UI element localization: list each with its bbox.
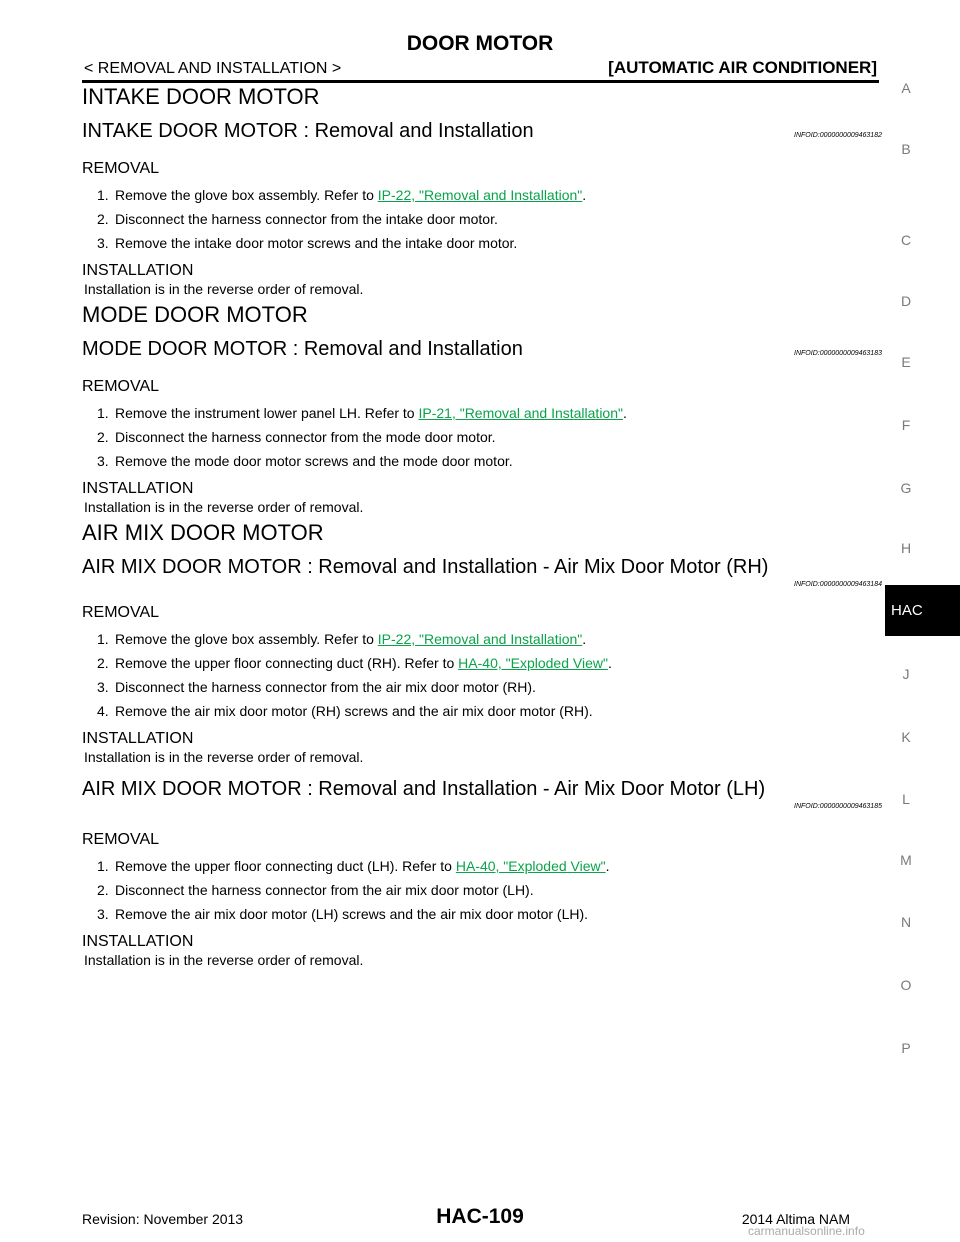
removal-label-mode: REMOVAL [82, 378, 160, 395]
removal-label-airmix-rh: REMOVAL [82, 604, 160, 621]
removal-steps-airmix-lh: 1.Remove the upper floor connecting duct… [82, 858, 882, 923]
side-index-g[interactable]: G [900, 480, 912, 496]
header-system-label: [AUTOMATIC AIR CONDITIONER] [608, 58, 877, 77]
step-item: 3.Remove the air mix door motor (LH) scr… [97, 906, 589, 922]
side-index-n[interactable]: N [900, 914, 912, 930]
removal-steps-mode: 1.Remove the instrument lower panel LH. … [82, 405, 882, 470]
step-item: 3.Remove the intake door motor screws an… [97, 235, 518, 251]
header-title: DOOR MOTOR [406, 32, 554, 55]
side-index-c[interactable]: C [900, 232, 912, 248]
installation-label-mode: INSTALLATION [82, 480, 194, 497]
side-index-p[interactable]: P [901, 1040, 911, 1056]
side-index-h[interactable]: H [900, 540, 912, 556]
footer-model: 2014 Altima NAM [741, 1211, 850, 1227]
section-title-mode: MODE DOOR MOTOR [82, 302, 308, 327]
step-item: 2.Remove the upper floor connecting duct… [97, 655, 612, 671]
header-section-label: < REMOVAL AND INSTALLATION > [84, 60, 342, 77]
installation-label-airmix-rh: INSTALLATION [82, 730, 194, 747]
step-item: 2.Disconnect the harness connector from … [97, 211, 498, 227]
footer-revision: Revision: November 2013 [82, 1211, 244, 1227]
watermark-text: carmanualsonline.info [748, 1224, 865, 1238]
installation-text-intake: Installation is in the reverse order of … [84, 281, 364, 297]
installation-text-mode: Installation is in the reverse order of … [84, 499, 364, 515]
side-index-o[interactable]: O [900, 977, 912, 993]
side-index-l[interactable]: L [902, 791, 910, 807]
footer-page-number: HAC-109 [436, 1205, 524, 1228]
header-rule [82, 80, 879, 83]
installation-label-intake: INSTALLATION [82, 262, 194, 279]
step-item: 1.Remove the glove box assembly. Refer t… [97, 187, 587, 203]
step-item: 1.Remove the upper floor connecting duct… [97, 858, 610, 874]
removal-steps-airmix-rh: 1.Remove the glove box assembly. Refer t… [82, 631, 882, 720]
info-id-airmix-rh: INFOID:0000000009463184 [794, 581, 882, 588]
page-content: INTAKE DOOR MOTOR INTAKE DOOR MOTOR : Re… [82, 84, 882, 969]
step-item: 3.Remove the mode door motor screws and … [97, 453, 513, 469]
installation-text-airmix-lh: Installation is in the reverse order of … [84, 952, 364, 968]
info-id-intake: INFOID:0000000009463182 [794, 132, 882, 139]
removal-label-intake: REMOVAL [82, 160, 160, 177]
subsection-header-intake: INTAKE DOOR MOTOR : Removal and Installa… [82, 119, 882, 143]
step-item: 1.Remove the instrument lower panel LH. … [97, 405, 627, 421]
reference-link[interactable]: HA-40, "Exploded View" [455, 858, 606, 874]
step-item: 2.Disconnect the harness connector from … [97, 429, 496, 445]
installation-text-airmix-rh: Installation is in the reverse order of … [84, 749, 364, 765]
step-item: 4.Remove the air mix door motor (RH) scr… [97, 703, 593, 719]
side-index-a[interactable]: A [901, 80, 911, 96]
side-index-f[interactable]: F [901, 417, 911, 433]
step-item: 3.Disconnect the harness connector from … [97, 679, 536, 695]
side-index-active-hac[interactable]: HAC [885, 585, 960, 636]
reference-link[interactable]: IP-22, "Removal and Installation" [377, 631, 583, 647]
side-index-e[interactable]: E [901, 354, 911, 370]
subsection-title-intake: INTAKE DOOR MOTOR : Removal and Installa… [82, 120, 534, 142]
side-index-b[interactable]: B [901, 141, 911, 157]
reference-link[interactable]: HA-40, "Exploded View" [458, 655, 608, 671]
installation-label-airmix-lh: INSTALLATION [82, 933, 194, 950]
subsection-title-mode: MODE DOOR MOTOR : Removal and Installati… [82, 338, 523, 360]
side-index-j[interactable]: J [902, 666, 910, 682]
section-title-airmix: AIR MIX DOOR MOTOR [82, 520, 324, 545]
section-title-intake: INTAKE DOOR MOTOR [82, 84, 320, 109]
side-index-m[interactable]: M [900, 852, 912, 868]
step-item: 2.Disconnect the harness connector from … [97, 882, 534, 898]
step-item: 1.Remove the glove box assembly. Refer t… [97, 631, 587, 647]
info-id-airmix-lh: INFOID:0000000009463185 [794, 803, 882, 810]
side-index-k[interactable]: K [901, 729, 911, 745]
removal-label-airmix-lh: REMOVAL [82, 831, 160, 848]
subsection-title-airmix-lh: AIR MIX DOOR MOTOR : Removal and Install… [82, 778, 766, 800]
reference-link[interactable]: IP-22, "Removal and Installation" [377, 187, 583, 203]
removal-steps-intake: 1.Remove the glove box assembly. Refer t… [82, 187, 882, 252]
side-index-d[interactable]: D [900, 293, 912, 309]
subsection-title-airmix-rh: AIR MIX DOOR MOTOR : Removal and Install… [82, 556, 769, 578]
subsection-header-mode: MODE DOOR MOTOR : Removal and Installati… [82, 337, 882, 361]
reference-link[interactable]: IP-21, "Removal and Installation" [418, 405, 623, 421]
info-id-mode: INFOID:0000000009463183 [794, 350, 882, 357]
